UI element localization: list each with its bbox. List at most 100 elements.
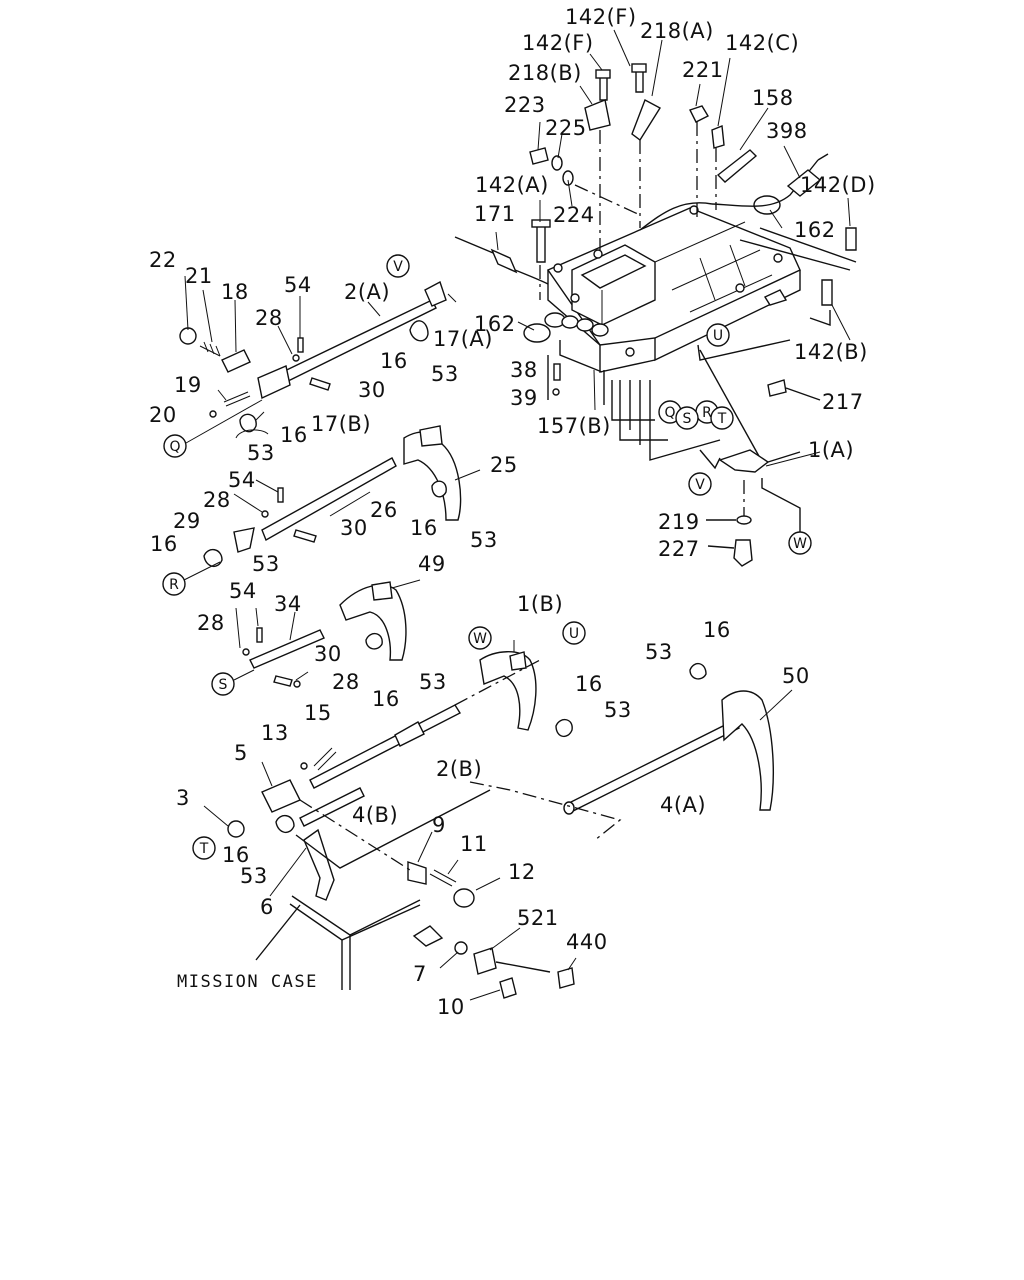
- callout-158: 158: [752, 86, 794, 110]
- shift-rail-upper-assembly: [179, 280, 447, 444]
- callout-9: 9: [432, 813, 446, 837]
- callout-54-b: 54: [228, 468, 256, 492]
- callout-16-a: 16: [380, 349, 408, 373]
- part-callouts: 142(F) 218(A) 142(F) 142(C) 218(B) 221 1…: [149, 5, 876, 1019]
- callout-171: 171: [474, 202, 516, 226]
- connector-w-right: W: [788, 531, 812, 555]
- callout-5: 5: [234, 741, 248, 765]
- svg-text:Q: Q: [664, 405, 675, 421]
- shift-rail-bottom-assembly: [227, 651, 774, 999]
- callout-142D: 142(D): [800, 173, 876, 197]
- svg-text:R: R: [702, 405, 712, 421]
- callout-224: 224: [553, 203, 595, 227]
- callout-53-h: 53: [240, 864, 268, 888]
- callout-53-f: 53: [419, 670, 447, 694]
- callout-53-c: 53: [470, 528, 498, 552]
- callout-221: 221: [682, 58, 724, 82]
- leader-lines: [184, 29, 851, 1001]
- callout-28-b: 28: [203, 488, 231, 512]
- svg-text:T: T: [199, 841, 209, 857]
- connector-u-fork: U: [562, 621, 586, 645]
- callout-29: 29: [173, 509, 201, 533]
- callout-22: 22: [149, 248, 177, 272]
- callout-18: 18: [221, 280, 249, 304]
- callout-142A: 142(A): [475, 173, 549, 197]
- callout-53-g: 53: [604, 698, 632, 722]
- shift-rail-lower-assembly: [233, 581, 407, 688]
- svg-text:W: W: [793, 536, 807, 552]
- callout-10: 10: [437, 995, 465, 1019]
- callout-53-e: 53: [645, 640, 673, 664]
- callout-54-a: 54: [284, 273, 312, 297]
- callout-142B: 142(B): [794, 340, 868, 364]
- svg-text:V: V: [393, 259, 403, 275]
- connector-s-left: S: [211, 672, 235, 696]
- svg-text:S: S: [219, 677, 228, 693]
- callout-218B: 218(B): [508, 61, 582, 85]
- callout-3: 3: [176, 786, 190, 810]
- callout-38: 38: [510, 358, 538, 382]
- callout-162-b: 162: [474, 312, 516, 336]
- mission-case: [255, 895, 421, 990]
- callout-217: 217: [822, 390, 864, 414]
- callout-157B: 157(B): [537, 414, 611, 438]
- connector-w-fork: W: [468, 626, 492, 650]
- svg-text:V: V: [695, 477, 705, 493]
- callout-53-a: 53: [431, 362, 459, 386]
- callout-28-a: 28: [255, 306, 283, 330]
- callout-17A: 17(A): [433, 327, 493, 351]
- callout-16-c: 16: [410, 516, 438, 540]
- callout-13: 13: [261, 721, 289, 745]
- callout-16-h: 16: [222, 843, 250, 867]
- connector-v-bottom: V: [688, 472, 712, 496]
- connector-q-left: Q: [163, 434, 187, 458]
- callout-50: 50: [782, 664, 810, 688]
- connector-v-top: V: [386, 254, 410, 278]
- mission-case-label: MISSION CASE: [177, 972, 318, 992]
- callout-15: 15: [304, 701, 332, 725]
- callout-162-a: 162: [794, 218, 836, 242]
- svg-text:S: S: [683, 411, 692, 427]
- svg-text:U: U: [569, 626, 579, 642]
- connector-s-top: S: [675, 406, 699, 430]
- callout-16-e: 16: [703, 618, 731, 642]
- svg-text:T: T: [717, 411, 727, 427]
- callout-1B: 1(B): [517, 592, 563, 616]
- connector-r-left: R: [162, 572, 186, 596]
- svg-text:R: R: [169, 577, 179, 593]
- callout-34: 34: [274, 592, 302, 616]
- callout-225: 225: [545, 116, 587, 140]
- callout-218A: 218(A): [640, 19, 714, 43]
- callout-16-f: 16: [575, 672, 603, 696]
- callout-142C: 142(C): [725, 31, 799, 55]
- callout-30-b: 30: [340, 516, 368, 540]
- callout-53-d: 53: [252, 552, 280, 576]
- svg-text:W: W: [473, 631, 487, 647]
- callout-223: 223: [504, 93, 546, 117]
- callout-4A: 4(A): [660, 793, 706, 817]
- callout-19: 19: [174, 373, 202, 397]
- connector-t-top: T: [710, 406, 734, 430]
- callout-6: 6: [260, 895, 274, 919]
- callout-142F-2: 142(F): [522, 31, 594, 55]
- callout-2B: 2(B): [436, 757, 482, 781]
- callout-30-a: 30: [358, 378, 386, 402]
- callout-39: 39: [510, 386, 538, 410]
- callout-521: 521: [517, 906, 559, 930]
- connector-markers: V U Q R S T V W: [162, 254, 812, 860]
- callout-17B: 17(B): [311, 412, 371, 436]
- callout-11: 11: [460, 832, 488, 856]
- callout-219: 219: [658, 510, 700, 534]
- callout-20: 20: [149, 403, 177, 427]
- callout-28-c: 28: [197, 611, 225, 635]
- callout-7: 7: [413, 962, 427, 986]
- callout-4B: 4(B): [352, 803, 398, 827]
- callout-1A: 1(A): [808, 438, 854, 462]
- callout-28-d: 28: [332, 670, 360, 694]
- callout-30-c: 30: [314, 642, 342, 666]
- callout-49: 49: [418, 552, 446, 576]
- callout-440: 440: [566, 930, 608, 954]
- callout-25: 25: [490, 453, 518, 477]
- callout-12: 12: [508, 860, 536, 884]
